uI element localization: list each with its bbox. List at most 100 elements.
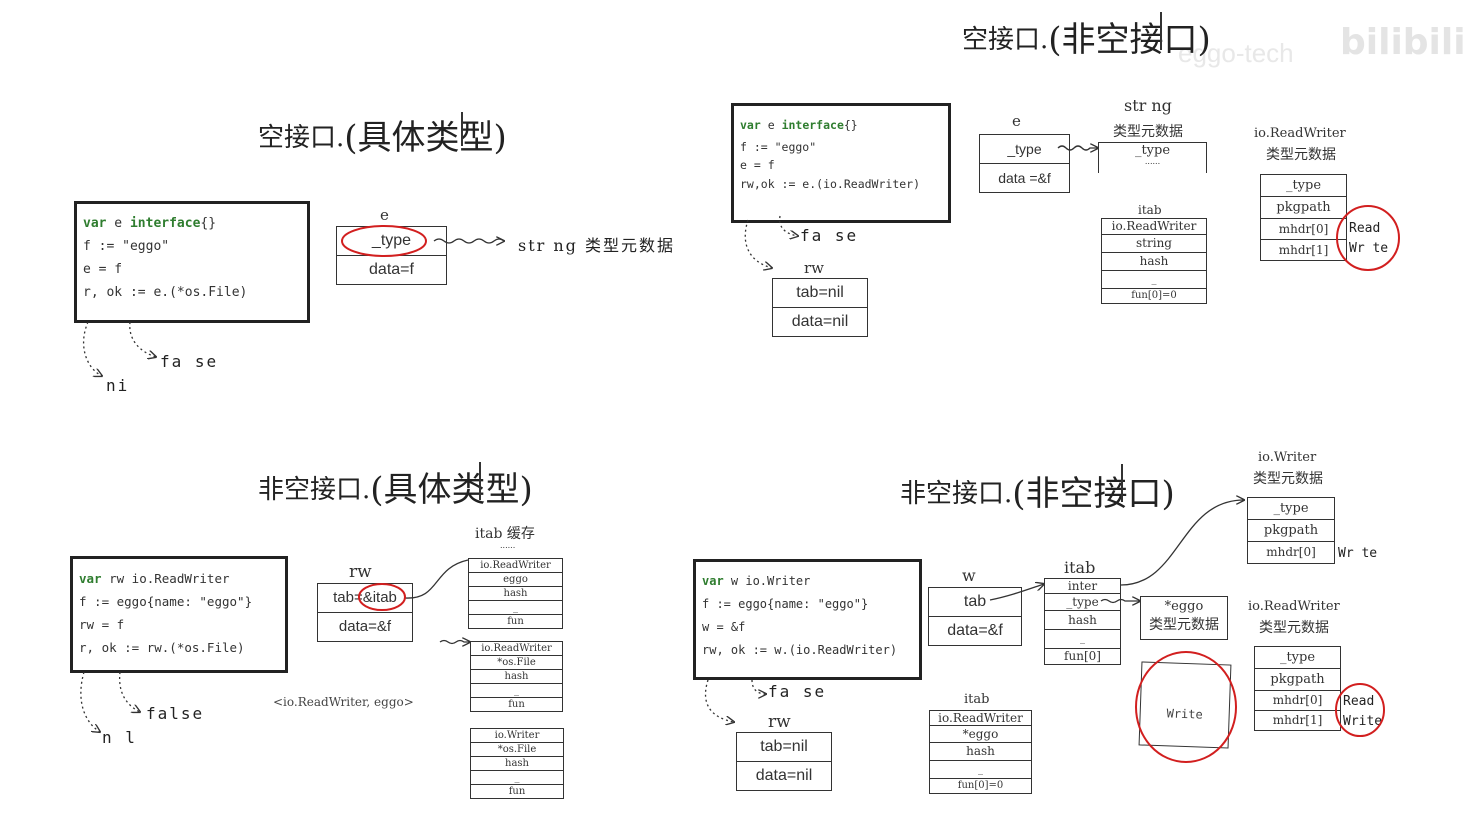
q3-cache3-row-3: _: [471, 770, 563, 784]
q2-var-e-name: e: [1012, 112, 1021, 130]
q4-wmeta-box: _type pkgpath mhdr[0]: [1247, 497, 1335, 564]
q4-itab-row-2: hash: [1045, 610, 1120, 629]
q2-rwmeta-box: _type pkgpath mhdr[0] mhdr[1]: [1260, 174, 1347, 261]
q1-type-highlight-circle: [341, 225, 427, 257]
q2-arrow-rw: [744, 219, 772, 268]
q2-code-line-4: rw,ok := e.(io.ReadWriter): [740, 177, 921, 191]
q4-wmeta-row-0: _type: [1273, 501, 1309, 516]
q2-code-box: var e interface{} f := "eggo" e = f rw,o…: [731, 103, 951, 223]
q4-itab2-row-4: fun[0]=0: [930, 778, 1031, 793]
q3-cache1-row-2: hash: [469, 586, 562, 600]
q2-code-line-1: var e interface{}: [740, 118, 858, 132]
q2-e-data: data =&f: [980, 163, 1069, 192]
q2-itab-row-1: string: [1102, 234, 1206, 252]
q3-code-line-1: var rw io.ReadWriter: [79, 571, 230, 586]
q4-w-tab: tab: [963, 593, 987, 610]
q4-wmeta-row-2: mhdr[0]: [1248, 541, 1334, 563]
q3-cache3-row-0: io.Writer: [494, 730, 540, 741]
q4-itab-box: inter _type hash _ fun[0]: [1044, 578, 1121, 665]
q4-rwmeta-title1: io.ReadWriter: [1248, 599, 1340, 614]
q2-rw-name: rw: [804, 259, 825, 277]
q3-rw-name: rw: [349, 562, 372, 582]
q3-result-false: false: [146, 704, 205, 723]
q4-rwmeta-title2: 类型元数据: [1259, 620, 1329, 636]
q4-rw-data: data=nil: [737, 761, 831, 790]
q3-itab-highlight-circle: [358, 583, 406, 611]
q2-code-line-3: e = f: [740, 158, 775, 172]
q4-title-paren: (非空接口): [1012, 474, 1175, 514]
q4-w-data: data=&f: [929, 616, 1021, 645]
q4-wmeta-title1: io.Writer: [1258, 450, 1317, 465]
q2-arrow-false: [779, 215, 798, 236]
q3-result-nil: n l: [102, 728, 137, 747]
q4-itab2-row-1: *eggo: [930, 725, 1031, 742]
q4-itab2-box: io.ReadWriter *eggo hash _ fun[0]=0: [929, 710, 1032, 794]
q1-var-e-name: e: [380, 206, 389, 224]
q1-e-type: _type: [371, 232, 412, 249]
q3-pair: <io.ReadWriter, eggo>: [273, 695, 414, 709]
q1-title: 空接口.: [258, 123, 345, 153]
q2-itab-row-2: hash: [1102, 252, 1206, 270]
q3-cache1-row-0: io.ReadWriter: [480, 560, 551, 571]
q2-rwmeta-title2: 类型元数据: [1266, 147, 1336, 163]
q3-arrow-false: [118, 671, 140, 712]
q1-string-meta: str ng 类型元数据: [518, 236, 676, 255]
q2-rwmeta-row-3: mhdr[1]: [1261, 239, 1346, 260]
q2-title-paren: (非空接口): [1048, 20, 1211, 60]
q2-method-write: Wr te: [1349, 241, 1389, 256]
q4-itab-title: itab: [1064, 558, 1096, 577]
q3-cache-2: io.ReadWriter *os.File hash _ fun: [470, 641, 563, 712]
q1-var-e-box: _type data=f: [336, 226, 447, 285]
q2-itab-row-0: io.ReadWriter: [1111, 219, 1197, 233]
q4-arrow-false: [751, 679, 766, 694]
q4-itab2-row-0: io.ReadWriter: [938, 711, 1023, 725]
q3-cache-3: io.Writer *os.File hash _ fun: [470, 728, 564, 799]
q4-itab2-row-2: hash: [930, 742, 1031, 760]
q4-rwmeta-row-3: mhdr[1]: [1255, 710, 1340, 730]
q3-rw-tab: tab=&itab: [333, 589, 397, 606]
q4-eggo-meta-line1: *eggo: [1164, 599, 1204, 614]
q4-itab-row-4: fun[0]: [1045, 648, 1120, 664]
q4-w-name: w: [962, 566, 976, 585]
q3-cache2-row-3: _: [471, 683, 562, 697]
q2-arrow-meta: [1057, 146, 1098, 150]
q3-rw-data: data=&f: [318, 612, 412, 641]
q3-code-line-4: r, ok := rw.(*os.File): [79, 640, 245, 655]
q2-title: 空接口.: [962, 25, 1049, 55]
q4-code-box: var w io.Writer f := eggo{name: "eggo"} …: [693, 559, 922, 680]
q3-cache-1: io.ReadWriter eggo hash _ fun: [468, 558, 563, 629]
q4-code-line-4: rw, ok := w.(io.ReadWriter): [702, 643, 898, 657]
q2-rw-data: data=nil: [773, 307, 867, 336]
q4-rwmeta-row-1: pkgpath: [1255, 668, 1340, 690]
q3-cache2-row-0: io.ReadWriter: [481, 643, 552, 654]
q3-cache1-row-1: eggo: [469, 572, 562, 586]
q4-rw-box: tab=nil data=nil: [736, 732, 832, 791]
q3-cache1-row-4: fun: [469, 614, 562, 628]
q4-code-line-2: f := eggo{name: "eggo"}: [702, 597, 869, 611]
q2-rwmeta-row-0: _type: [1285, 178, 1322, 193]
q2-string-meta-title1: str ng: [1124, 96, 1172, 115]
q4-method-read: Read: [1343, 694, 1375, 709]
q2-itab-title: itab: [1138, 203, 1162, 217]
q3-arrow-tab: [404, 559, 469, 599]
q4-itab-row-0: inter: [1067, 579, 1098, 593]
watermark-logo: bilibili: [1340, 22, 1466, 63]
q4-method-write: Write: [1343, 714, 1383, 729]
q4-rw-name: rw: [768, 712, 791, 732]
q4-rwmeta-row-2: mhdr[0]: [1255, 690, 1340, 710]
q3-cache2-row-1: *os.File: [471, 655, 562, 669]
q4-code-line-3: w = &f: [702, 620, 746, 634]
q1-code-line-1: var e interface{}: [83, 216, 217, 231]
q2-var-e-box: _type data =&f: [979, 134, 1070, 193]
q2-e-type: _type: [1007, 141, 1042, 157]
q3-arrow-nil: [80, 671, 100, 732]
q3-code-line-3: rw = f: [79, 617, 125, 632]
q4-eggo-meta-line2: 类型元数据: [1149, 617, 1219, 633]
q2-method-highlight-circle: [1336, 205, 1400, 271]
q4-itab2-title: itab: [964, 692, 990, 707]
q2-rw-tab: tab=nil: [796, 284, 844, 301]
q1-code-box: var e interface{} f := "eggo" e = f r, o…: [74, 201, 310, 323]
q2-result-false: fa se: [800, 226, 859, 245]
q2-itab-box: io.ReadWriter string hash _ fun[0]=0: [1101, 218, 1207, 304]
